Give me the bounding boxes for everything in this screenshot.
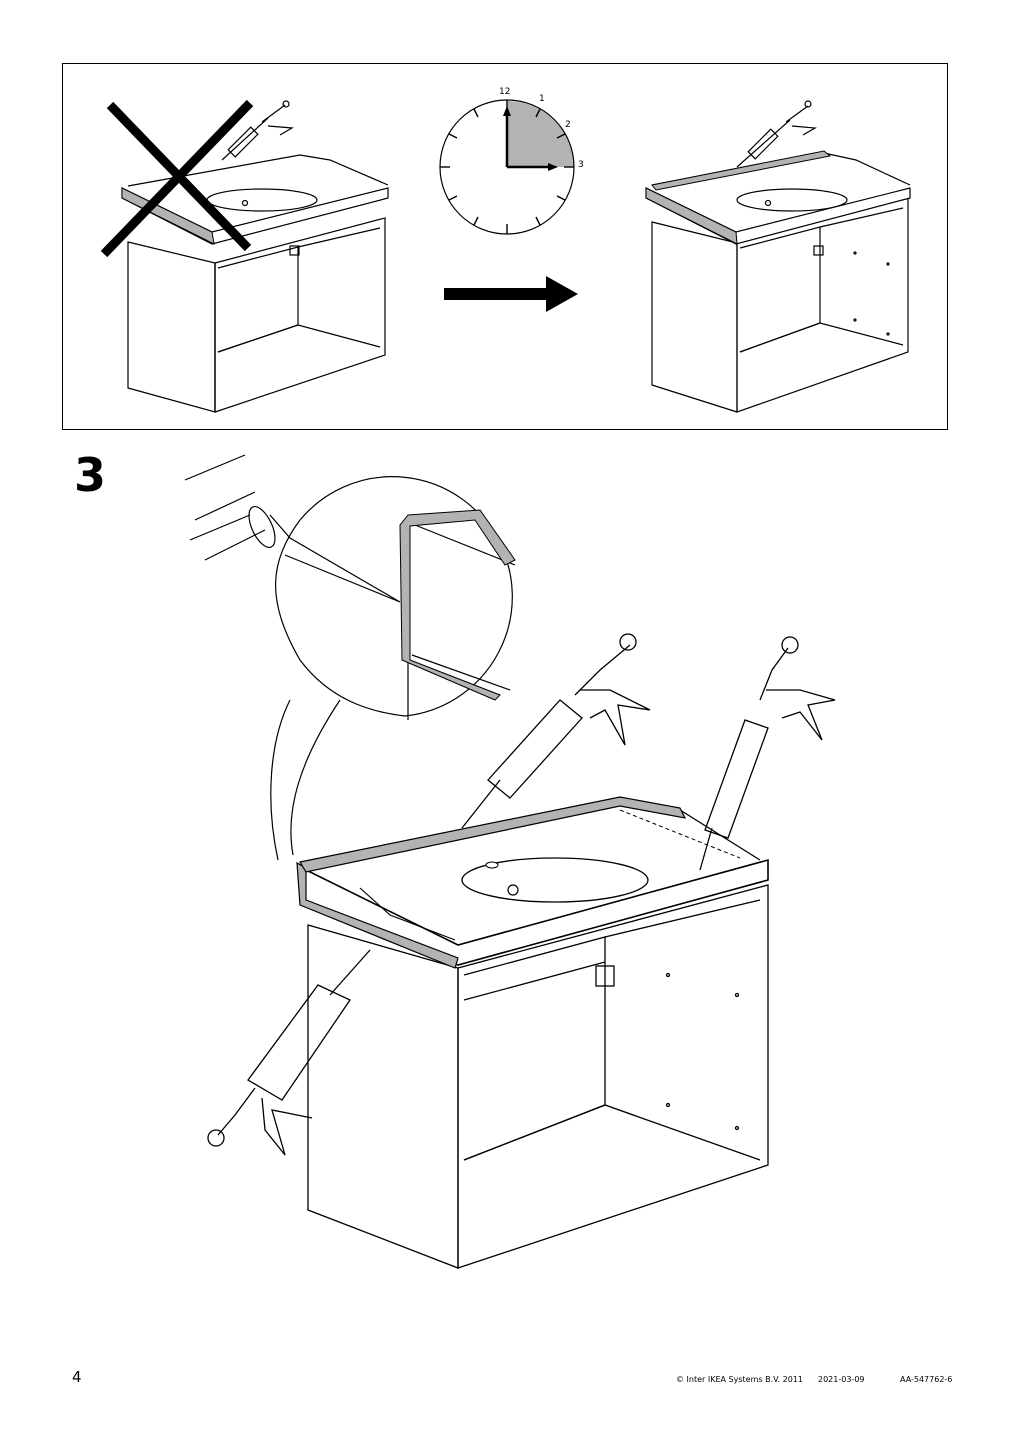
page-number: 4 [72, 1368, 82, 1386]
clock-label-2: 2 [565, 120, 571, 130]
step-number: 3 [74, 448, 107, 502]
clock-label-3: 3 [578, 160, 584, 170]
prohibited-cross-icon [100, 99, 254, 258]
cabinet-wrong-illustration [100, 99, 389, 413]
cabinet-correct-illustration [645, 100, 911, 413]
document-date: 2021-03-09 [818, 1375, 865, 1384]
clock-label-1: 1 [539, 94, 545, 104]
clock-label-12: 12 [499, 87, 511, 97]
cabinet-caulking-illustration [184, 454, 836, 1269]
clock-icon [439, 99, 575, 235]
instruction-panel [62, 63, 948, 430]
arrow-right-icon [444, 276, 578, 312]
document-id: AA-547762-6 [900, 1375, 953, 1384]
copyright-text: © Inter IKEA Systems B.V. 2011 [676, 1375, 803, 1384]
